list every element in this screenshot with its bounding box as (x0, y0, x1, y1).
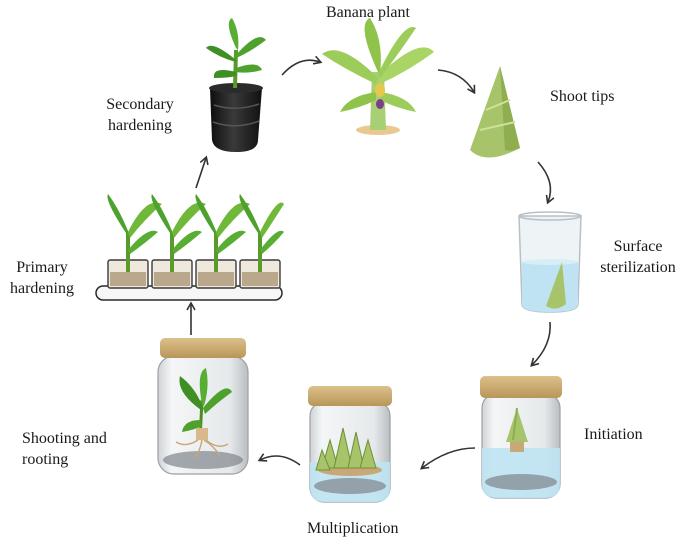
label-banana-plant: Banana plant (326, 4, 410, 21)
label-secondary-hardening: Secondary hardening (106, 96, 174, 134)
arrow-sterilization-to-initiation (530, 321, 551, 367)
initiation-jar (480, 376, 562, 499)
primary-hardening-tray (95, 194, 284, 301)
arrow-primary-to-secondary (195, 155, 209, 189)
label-shoot-tips: Shoot tips (550, 88, 615, 105)
rooting-jar (157, 338, 249, 475)
label-initiation: Initiation (584, 426, 643, 443)
label-primary-hardening: Primary hardening (10, 259, 74, 297)
arrow-shoot-to-sterilization (537, 161, 555, 205)
banana-plant (322, 18, 434, 135)
label-surface-sterilization: Surface sterilization (600, 238, 676, 276)
arrow-secondary-to-banana (281, 55, 323, 76)
arrow-banana-to-shoot (437, 69, 476, 95)
label-shooting-and-rooting: Shooting and rooting (22, 430, 107, 468)
arrow-multiplication-to-rooting (257, 453, 301, 466)
hardening-seedlings (107, 194, 284, 272)
multiplication-jar (308, 386, 392, 503)
shoot-tip (470, 66, 520, 158)
secondary-hardening-pot (206, 18, 266, 152)
arrow-initiation-to-multiplication (419, 447, 476, 470)
sterilization-beaker (518, 211, 582, 313)
label-multiplication: Multiplication (307, 520, 399, 537)
cycle-arrows (186, 55, 555, 470)
